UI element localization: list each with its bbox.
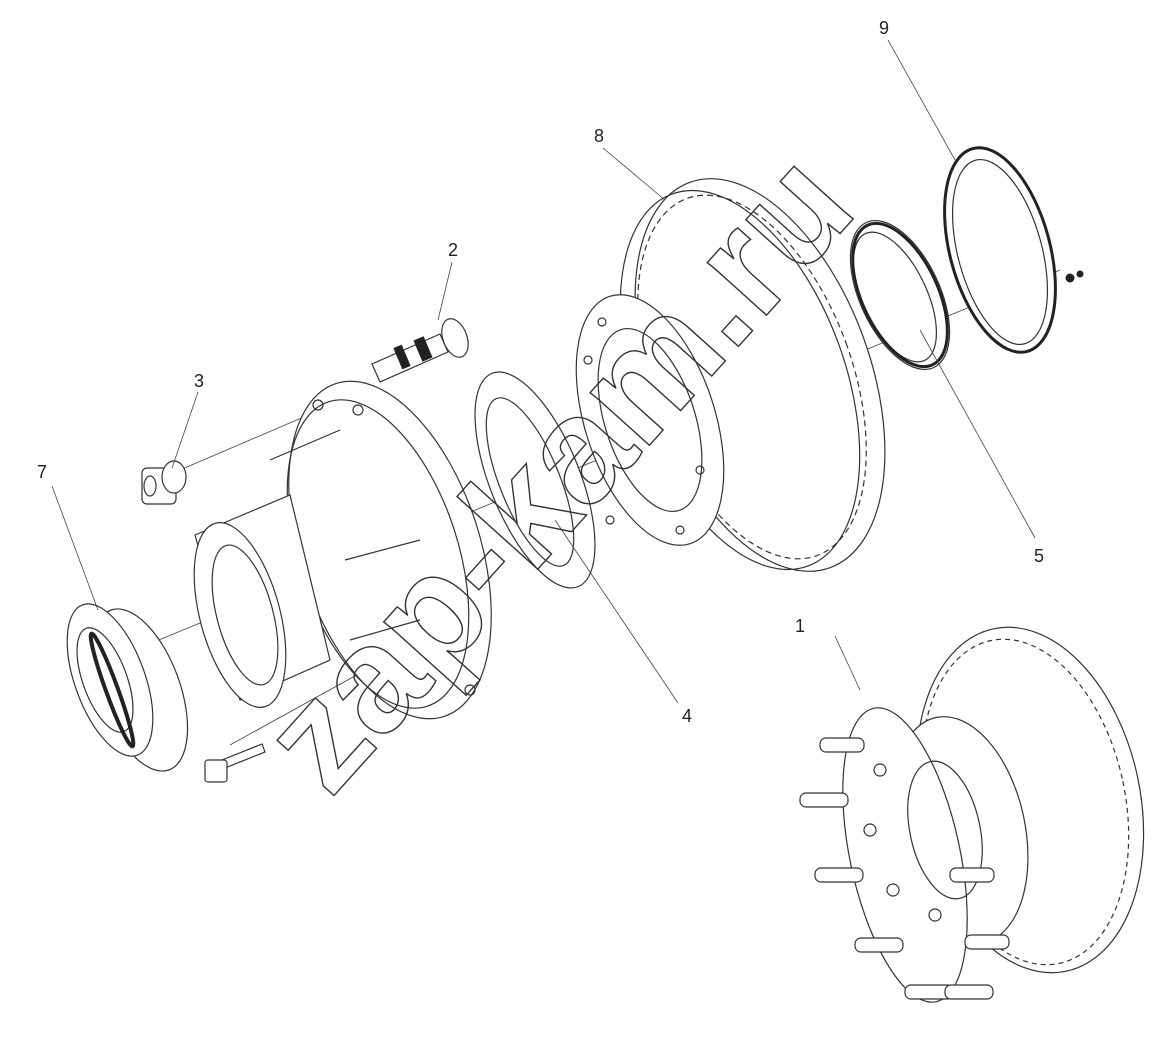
label-part-7: 7 [37, 462, 47, 482]
label-part-4: 4 [682, 706, 692, 726]
label-part-9: 9 [879, 18, 889, 38]
part-3-nut [141, 460, 187, 505]
bolt [204, 743, 266, 783]
part-8-brake-disc [575, 178, 886, 572]
label-part-1: 1 [795, 616, 805, 636]
label-part-8: 8 [594, 126, 604, 146]
part-9-tone-ring [943, 146, 1084, 354]
part-7-bearing [66, 603, 189, 772]
part-4-bearing-race [474, 371, 596, 589]
label-part-5: 5 [1034, 546, 1044, 566]
part-labels: 1 2 3 4 5 7 8 9 [37, 18, 1044, 726]
label-part-2: 2 [448, 240, 458, 260]
part-1-hub-assembly [799, 626, 1145, 1003]
hub-housing [193, 380, 492, 720]
part-5-seal-ring [849, 219, 951, 371]
part-2-stud [371, 318, 469, 383]
label-part-3: 3 [194, 371, 204, 391]
leader-lines [51, 39, 1036, 704]
